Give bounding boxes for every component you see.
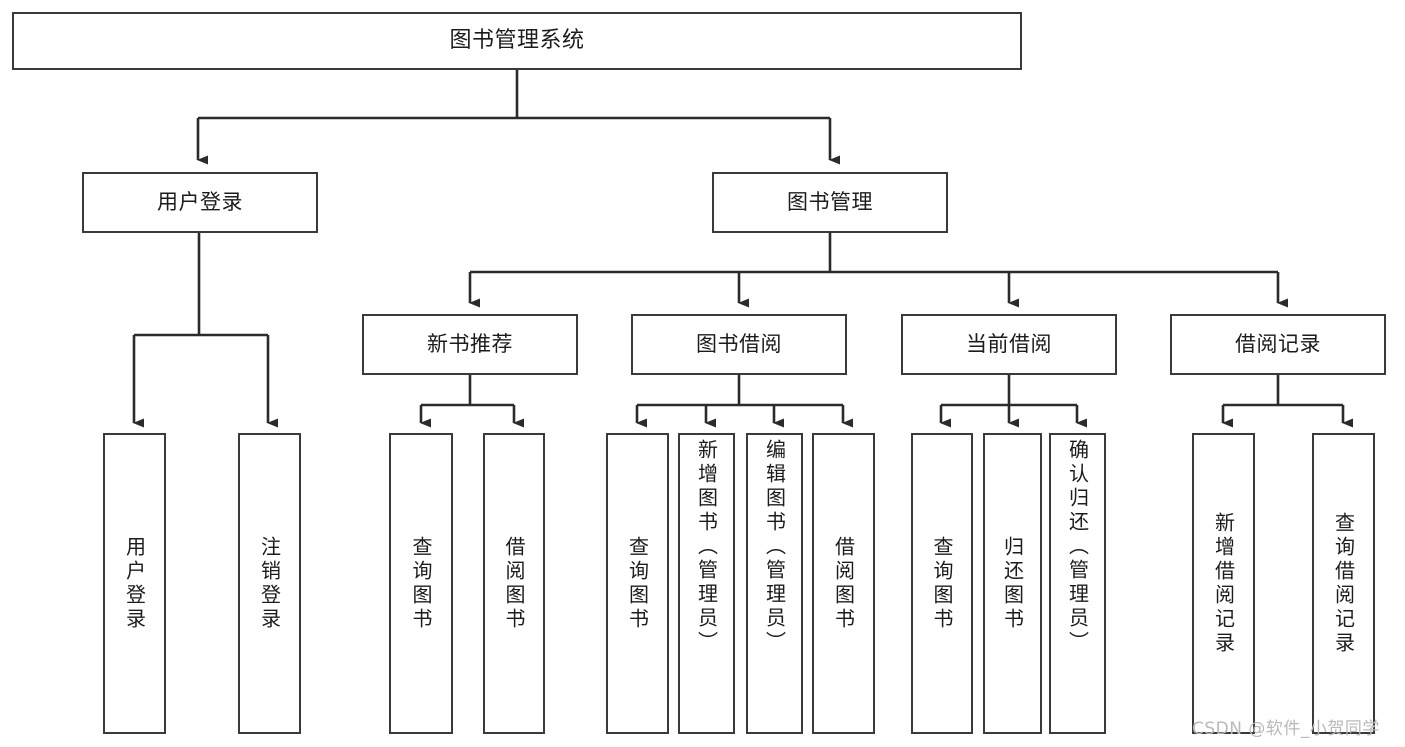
node-borrow-record-label: 借阅记录 [1235, 332, 1321, 357]
node-leaf-user-login[interactable]: 用户登录 [103, 433, 166, 734]
node-leaf-query-record[interactable]: 查询借阅记录 [1312, 433, 1375, 734]
node-new-book-recommend-label: 新书推荐 [427, 332, 513, 357]
node-leaf-add-book[interactable]: 新增图书（管理员） [678, 433, 735, 734]
node-leaf-add-book-label: 新增图书（管理员） [694, 439, 719, 655]
node-leaf-query-book-1-label: 查询图书 [409, 535, 433, 632]
node-root-label: 图书管理系统 [449, 28, 585, 54]
node-book-borrow[interactable]: 图书借阅 [631, 314, 847, 375]
node-leaf-user-login-label: 用户登录 [122, 535, 147, 632]
node-leaf-logout-login[interactable]: 注销登录 [238, 433, 301, 734]
node-leaf-borrow-book-1[interactable]: 借阅图书 [483, 433, 545, 734]
node-leaf-add-record[interactable]: 新增借阅记录 [1192, 433, 1255, 734]
node-user-login[interactable]: 用户登录 [82, 172, 318, 233]
node-leaf-logout-login-label: 注销登录 [257, 535, 282, 632]
node-leaf-edit-book[interactable]: 编辑图书（管理员） [746, 433, 803, 734]
node-current-borrow-label: 当前借阅 [966, 332, 1052, 357]
node-current-borrow[interactable]: 当前借阅 [901, 314, 1117, 375]
node-new-book-recommend[interactable]: 新书推荐 [362, 314, 578, 375]
node-leaf-borrow-book-2-label: 借阅图书 [831, 535, 856, 632]
node-book-manage-label: 图书管理 [787, 190, 873, 215]
node-leaf-confirm-return[interactable]: 确认归还（管理员） [1049, 433, 1106, 734]
node-leaf-return-book-label: 归还图书 [1000, 535, 1025, 632]
node-leaf-query-book-1[interactable]: 查询图书 [389, 433, 453, 734]
node-leaf-edit-book-label: 编辑图书（管理员） [762, 439, 787, 655]
node-leaf-query-book-2-label: 查询图书 [625, 535, 650, 632]
node-book-borrow-label: 图书借阅 [696, 332, 782, 357]
node-leaf-query-book-3-label: 查询图书 [930, 535, 954, 632]
node-leaf-add-record-label: 新增借阅记录 [1211, 511, 1236, 656]
node-user-login-label: 用户登录 [157, 190, 243, 215]
node-leaf-borrow-book-2[interactable]: 借阅图书 [812, 433, 875, 734]
node-leaf-query-book-3[interactable]: 查询图书 [911, 433, 973, 734]
node-leaf-return-book[interactable]: 归还图书 [983, 433, 1042, 734]
node-leaf-confirm-return-label: 确认归还（管理员） [1065, 439, 1090, 655]
node-book-manage[interactable]: 图书管理 [712, 172, 948, 233]
node-leaf-query-record-label: 查询借阅记录 [1331, 511, 1356, 656]
node-borrow-record[interactable]: 借阅记录 [1170, 314, 1386, 375]
node-root[interactable]: 图书管理系统 [12, 12, 1022, 70]
csdn-watermark: CSDN @软件_小贺同学 [1192, 719, 1380, 739]
node-leaf-borrow-book-1-label: 借阅图书 [502, 535, 526, 632]
node-leaf-query-book-2[interactable]: 查询图书 [606, 433, 669, 734]
